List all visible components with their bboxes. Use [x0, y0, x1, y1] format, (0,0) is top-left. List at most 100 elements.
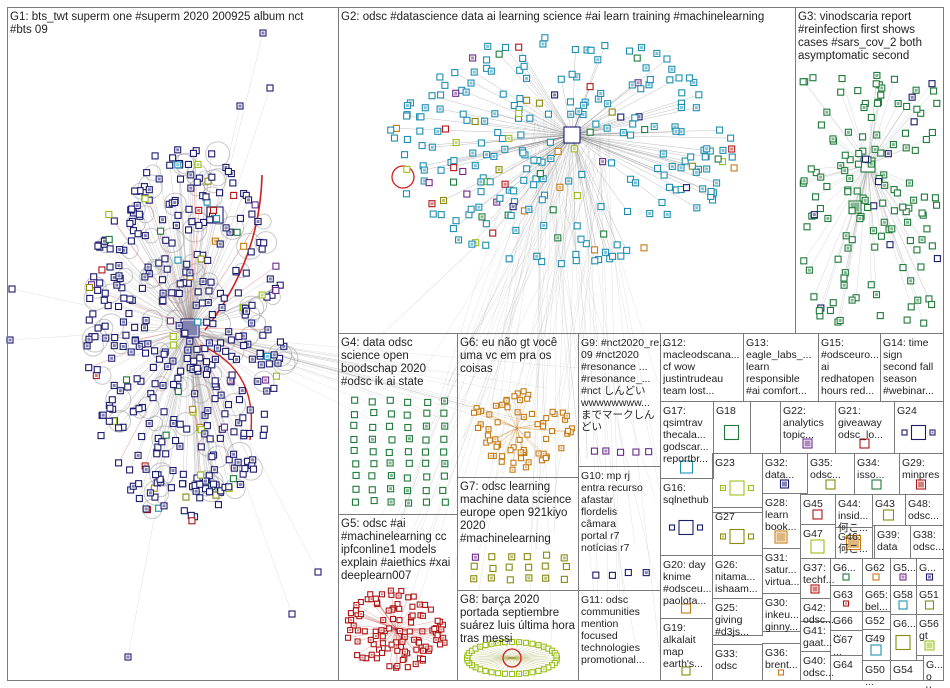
group-label-g14: G14: time: [883, 337, 929, 349]
g1-node: [158, 228, 164, 234]
g6-node: [488, 453, 493, 458]
group-label-g10: câmara: [581, 518, 616, 530]
g16-node: [698, 525, 703, 530]
g1-node: [237, 103, 243, 109]
g1-node: [154, 451, 160, 457]
group-label-g9: #nct しんどい: [581, 385, 645, 397]
g2-node: [654, 50, 660, 56]
g1-node: [161, 351, 167, 357]
group-label-g51: G51: [919, 589, 939, 601]
g2-node: [614, 242, 620, 248]
g1-node: [116, 263, 122, 269]
g4-node: [404, 488, 410, 494]
g4-node: [369, 436, 375, 442]
g2-node: [513, 227, 519, 233]
group-label-g67: G67: [833, 634, 853, 646]
g2-node: [618, 114, 624, 120]
g1-node: [196, 207, 202, 213]
g37-node: [811, 585, 819, 593]
group-label-g6: G6: eu não gt você: [460, 337, 557, 349]
g8-node: [496, 671, 501, 676]
group-label-g41: gaat...: [803, 637, 832, 649]
g1-node: [315, 569, 321, 575]
g4-node: [441, 410, 447, 416]
g5-node: [348, 628, 353, 633]
group-label-g34: G34:: [857, 457, 880, 469]
g3-node: [804, 224, 810, 230]
g1-node: [258, 362, 264, 368]
g3-node: [929, 81, 935, 87]
g1-node: [170, 333, 176, 339]
g2-node: [483, 221, 489, 227]
g3-node: [808, 166, 814, 172]
g1-node: [91, 274, 97, 280]
g2-node: [602, 43, 608, 49]
g1-node: [217, 435, 223, 441]
g6-node: [494, 444, 499, 449]
g3-node: [800, 79, 806, 85]
g1-node: [169, 290, 175, 296]
g1-node: [212, 378, 218, 384]
g2-node: [669, 66, 675, 72]
g2-node: [464, 117, 470, 123]
g1-node: [203, 371, 209, 377]
group-label-g28: G28:: [765, 497, 788, 509]
g5-node: [407, 629, 412, 634]
g8-node: [489, 670, 494, 675]
g2-node: [517, 96, 523, 102]
group-label-g10: flordelis: [581, 506, 617, 518]
g2-node: [490, 230, 496, 236]
g1-node: [142, 196, 148, 202]
g23-node: [721, 486, 726, 491]
group-label-g11: G11: odsc: [581, 594, 628, 606]
g1-node: [209, 151, 215, 157]
g2-node: [547, 139, 553, 145]
g1-node: [233, 356, 239, 362]
g4-node: [423, 437, 429, 443]
group-label-g68: o: [926, 671, 932, 683]
g57-node: [927, 574, 933, 580]
g2-node: [704, 166, 710, 172]
group-label-g12: justintrudeau: [662, 373, 723, 385]
g1-node: [277, 339, 283, 345]
g8-node: [502, 671, 507, 676]
g5-node: [373, 634, 378, 639]
g2-node: [520, 150, 526, 156]
g5-node: [405, 665, 410, 670]
g1-node: [134, 376, 140, 382]
g2-node: [679, 90, 685, 96]
g2-node: [510, 204, 516, 210]
g3-node: [915, 297, 921, 303]
g8-node: [530, 670, 535, 675]
g6-node: [518, 398, 523, 403]
g3-node: [891, 208, 897, 214]
g4-node: [369, 487, 375, 493]
g1-node: [153, 472, 159, 478]
g2-node: [404, 103, 410, 109]
g1-node: [150, 395, 156, 401]
g5-node: [388, 588, 393, 593]
g2-node: [404, 136, 410, 142]
g6-node: [535, 422, 540, 427]
g2-node: [576, 108, 582, 114]
g4-node: [371, 461, 377, 467]
g2-node: [651, 124, 657, 130]
g7-node: [561, 555, 567, 561]
g1-node: [192, 391, 198, 397]
g1-node: [177, 443, 183, 449]
g1-node: [143, 317, 149, 323]
g2-node: [450, 226, 456, 232]
g6-node: [544, 416, 549, 421]
g5-node: [355, 639, 360, 644]
g1-node: [173, 222, 179, 228]
group-label-g11: technologies: [581, 642, 640, 654]
g3-node: [871, 203, 877, 209]
g2-node: [497, 195, 503, 201]
g3-node: [874, 72, 880, 78]
g2-node: [720, 147, 726, 153]
g1-node: [267, 276, 273, 282]
group-label-g11: mention: [581, 618, 619, 630]
g5-node: [411, 594, 416, 599]
g5-node: [417, 602, 422, 607]
